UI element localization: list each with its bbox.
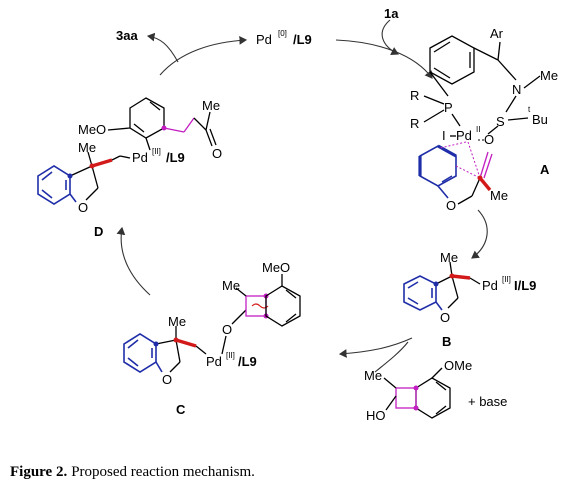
a-n: N: [512, 82, 521, 97]
c-me: Me: [168, 314, 186, 329]
arrow-d-to-pd0: [159, 35, 248, 76]
arrow-reagent-in: [374, 341, 409, 373]
arrow-3aa-out: [146, 32, 179, 63]
reagent-me: Me: [364, 368, 382, 383]
b-me: Me: [440, 250, 458, 265]
a-label: A: [540, 162, 550, 177]
a-me: Me: [540, 68, 558, 83]
a-pd-ox: II: [476, 125, 480, 134]
cycle-arrows: [116, 19, 488, 373]
intermediate-a: Ar N Me S t Bu O P R R I Pd II: [410, 26, 558, 213]
a-p: P: [444, 100, 453, 115]
a-ar: Ar: [490, 26, 504, 41]
d-pd: Pd: [132, 150, 148, 165]
c-o: O: [162, 372, 172, 387]
c-aryl-ring: [265, 285, 301, 327]
d-me2: Me: [202, 98, 220, 113]
base-label: + base: [468, 394, 507, 409]
catalyst-pd: Pd: [256, 32, 272, 47]
a-o-ring: O: [446, 198, 456, 213]
a-t: t: [528, 105, 531, 114]
a-r2: R: [410, 116, 419, 131]
product-label: 3aa: [116, 28, 138, 43]
d-label: D: [94, 224, 103, 239]
c-ligand: /L9: [238, 354, 257, 369]
reagent-cyclobutene: [395, 387, 417, 409]
c-pd-ox: [II]: [226, 351, 235, 360]
c-o-link: O: [222, 322, 232, 337]
catalyst-label: Pd [0] /L9: [256, 29, 312, 47]
figure-caption: Figure 2. Proposed reaction mechanism.: [10, 463, 255, 480]
c-label: C: [176, 402, 186, 417]
b-pd-ox: [II]: [502, 275, 511, 284]
arrow-a-to-b: [471, 209, 488, 259]
reagent-benzo-ring: [415, 377, 451, 419]
intermediate-b: O Me Pd [II] I/L9 B: [403, 250, 536, 349]
caption-figure-label: Figure 2.: [10, 464, 67, 480]
d-pd-ox: [II]: [152, 147, 161, 156]
substrate-label: 1a: [384, 6, 399, 21]
c-pd: Pd: [206, 354, 222, 369]
a-me2: Me: [490, 188, 508, 203]
b-o: O: [440, 310, 450, 325]
d-ligand: /L9: [166, 150, 185, 165]
reagent-ome: OMe: [444, 358, 472, 373]
intermediate-c: O Me Pd [II] /L9 O MeO Me C: [123, 260, 301, 417]
b-label: B: [442, 334, 451, 349]
a-bu: Bu: [532, 112, 548, 127]
arrow-c-to-d: [116, 226, 151, 296]
a-i: I: [442, 128, 446, 143]
reagent-benzocyclobutenol: OMe Me HO + base: [364, 358, 507, 423]
catalyst-ox: [0]: [278, 29, 287, 38]
catalyst-ligand: /L9: [293, 32, 312, 47]
a-s: S: [496, 114, 505, 129]
arrow-b-to-c: [338, 337, 413, 358]
caption-body: Proposed reaction mechanism.: [71, 464, 255, 480]
a-r1: R: [410, 88, 419, 103]
d-o: O: [78, 200, 88, 215]
c-ome: MeO: [262, 260, 290, 275]
a-phenyl-ring: [429, 35, 475, 85]
a-o: O: [484, 132, 494, 147]
intermediate-d: MeO Me O Pd [II] /L9 O Me D: [37, 97, 222, 239]
b-pd: Pd: [482, 278, 498, 293]
d-o-ketone: O: [212, 146, 222, 161]
arrow-1a-in: [381, 19, 399, 55]
reagent-ho: HO: [366, 408, 386, 423]
c-cyclobutane: [245, 295, 267, 317]
a-pd: Pd: [456, 128, 472, 143]
d-aryl-ring: [129, 97, 165, 139]
d-me: Me: [78, 140, 96, 155]
caption-text: Figure 2. Proposed reaction mechanism.: [10, 463, 255, 480]
c-me2: Me: [222, 278, 240, 293]
b-suffix: I/L9: [514, 278, 536, 293]
d-meo: MeO: [78, 122, 106, 137]
arrow-pd0-to-a: [335, 39, 433, 79]
